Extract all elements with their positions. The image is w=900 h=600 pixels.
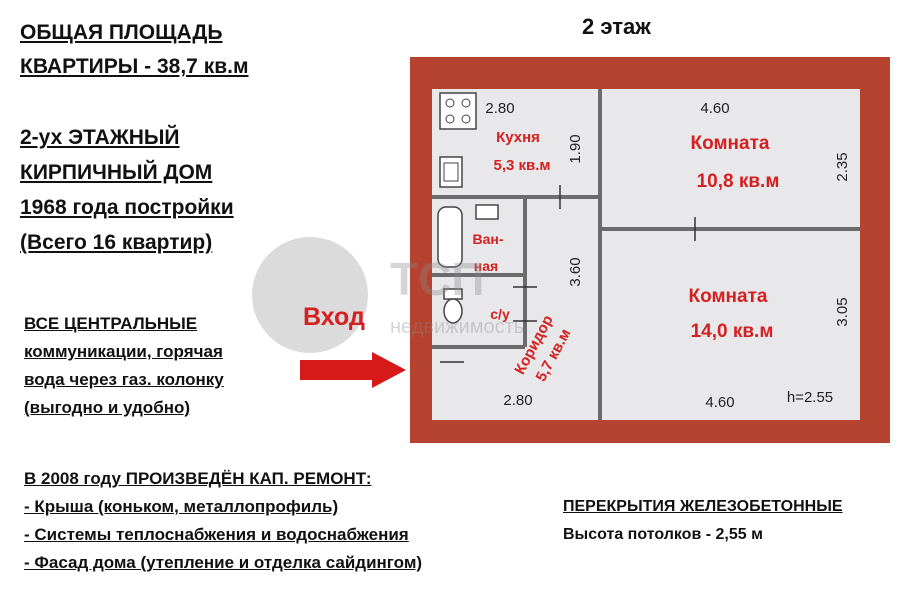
total-area-line2: КВАРТИРЫ - 38,7 кв.м [20, 55, 249, 78]
total-area-heading: ОБЩАЯ ПЛОЩАДЬ КВАРТИРЫ - 38,7 кв.м [20, 16, 248, 84]
house-info-line3: 1968 года постройки [20, 196, 234, 219]
watermark-brand: ТСП [390, 253, 484, 305]
bathtub-icon [437, 206, 463, 268]
communications-line2: коммуникации, горячая [24, 342, 223, 361]
kitchen-dim-side: 1.90 [567, 134, 584, 163]
corridor-dim-side: 3.60 [567, 257, 584, 286]
floor-area [432, 89, 860, 420]
bath-name-line2: ная [474, 258, 498, 274]
watermark-sub: недвижимость [390, 316, 524, 338]
total-area-line1: ОБЩАЯ ПЛОЩАДЬ [20, 21, 223, 44]
room2-dim-bottom: 4.60 [705, 394, 734, 411]
corridor-dim-bottom: 2.80 [503, 392, 532, 409]
repair-line2: - Крыша (коньком, металлопрофиль) [24, 497, 339, 516]
repair-info: В 2008 году ПРОИЗВЕДЁН КАП. РЕМОНТ: - Кр… [24, 465, 422, 577]
watermark-circle [252, 237, 368, 353]
communications-info: ВСЕ ЦЕНТРАЛЬНЫЕ коммуникации, горячая во… [24, 310, 224, 422]
room1-dim-top: 4.60 [700, 100, 729, 117]
sink-icon [439, 156, 463, 188]
room2-name: Комната [689, 286, 768, 307]
washbasin-icon [475, 204, 499, 220]
bath-name-line1: Ван- [472, 231, 503, 247]
door-marks [440, 185, 696, 363]
slab-line1: ПЕРЕКРЫТИЯ ЖЕЛЕЗОБЕТОННЫЕ [563, 498, 843, 515]
slab-line2: Высота потолков - 2,55 м [563, 526, 763, 543]
communications-line4: (выгодно и удобно) [24, 398, 191, 417]
interior-walls [432, 89, 860, 420]
stove-icon [439, 92, 477, 130]
kitchen-name: Кухня [496, 129, 540, 146]
ceiling-height: h=2.55 [787, 389, 833, 406]
room1-name: Комната [691, 133, 770, 154]
communications-line3: вода через газ. колонку [24, 370, 224, 389]
entrance-arrow-icon [300, 352, 406, 388]
kitchen-area: 5,3 кв.м [493, 157, 550, 174]
kitchen-dim-top: 2.80 [485, 100, 514, 117]
toilet-icon [443, 288, 463, 324]
watermark-logo: ТСП недвижимость [252, 237, 524, 353]
room2-dim-side: 3.05 [834, 297, 851, 326]
house-info-line4: (Всего 16 квартир) [20, 231, 213, 254]
repair-line1: В 2008 году ПРОИЗВЕДЁН КАП. РЕМОНТ: [24, 469, 372, 488]
floor-label: 2 этаж [582, 14, 651, 39]
entrance-label: Вход [303, 303, 365, 331]
house-info: 2-ух ЭТАЖНЫЙ КИРПИЧНЫЙ ДОМ 1968 года пос… [20, 120, 234, 260]
repair-line3: - Системы теплоснабжения и водоснабжения [24, 525, 409, 544]
floor-plan: 2.80 4.60 1.90 2.35 3.60 3.05 2.80 4.60 … [410, 57, 890, 443]
repair-line4: - Фасад дома (утепление и отделка сайдин… [24, 553, 423, 572]
wc-name: с/у [490, 306, 510, 322]
room1-dim-side: 2.35 [834, 152, 851, 181]
room1-area: 10,8 кв.м [697, 171, 780, 192]
house-info-line2: КИРПИЧНЫЙ ДОМ [20, 161, 213, 184]
room2-area: 14,0 кв.м [691, 321, 774, 342]
house-info-line1: 2-ух ЭТАЖНЫЙ [20, 126, 180, 149]
slab-info: ПЕРЕКРЫТИЯ ЖЕЛЕЗОБЕТОННЫЕ Высота потолко… [563, 493, 843, 549]
communications-line1: ВСЕ ЦЕНТРАЛЬНЫЕ [24, 314, 198, 333]
